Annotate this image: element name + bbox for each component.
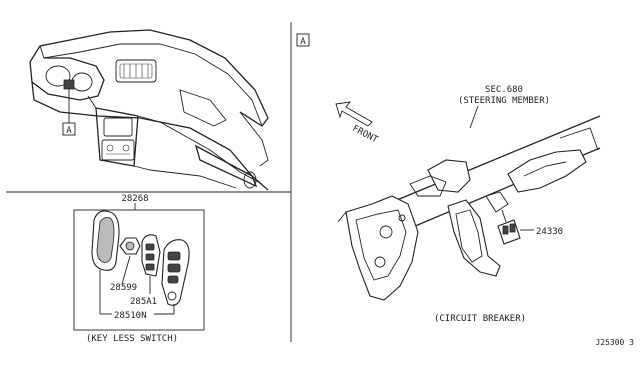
- keyless-switch-group: 28268 28599 285A1 28510N (KEY LESS SWITC…: [73, 194, 205, 344]
- ref-a-panel-box: [296, 33, 310, 47]
- dashboard-drawing: A: [29, 29, 269, 191]
- front-label: FRONT: [351, 124, 380, 146]
- breaker-caption: (CIRCUIT BREAKER): [434, 314, 526, 324]
- keyless-assy-label: 28510N: [114, 311, 147, 321]
- left-mount-bracket: [345, 195, 419, 301]
- ref-a-dash-label: A: [66, 126, 72, 136]
- panel-dividers: [6, 22, 292, 342]
- keyless-part-2-label: 285A1: [130, 297, 157, 307]
- ref-a-panel-label: A: [300, 37, 306, 47]
- diagram-code: J25300 3: [595, 338, 634, 347]
- lower-support-bracket: [447, 199, 501, 277]
- sec-ref-label: SEC.680: [485, 85, 523, 95]
- ref-a-dash-box: [62, 122, 76, 136]
- breaker-part-label: 24330: [536, 227, 563, 237]
- circuit-breaker-unit: [497, 219, 521, 245]
- keyless-unit-location: [63, 79, 75, 90]
- keyless-part-1-label: 28599: [110, 283, 137, 293]
- keyless-bracket-box: [73, 209, 205, 331]
- keyless-parent-label: 28268: [121, 194, 148, 204]
- keyless-caption: (KEY LESS SWITCH): [86, 334, 178, 344]
- steering-member-label: (STEERING MEMBER): [458, 96, 550, 106]
- front-arrow: FRONT: [335, 101, 380, 146]
- circuit-breaker-group: A SEC.680 (STEERING MEMBER) FRONT: [296, 33, 601, 324]
